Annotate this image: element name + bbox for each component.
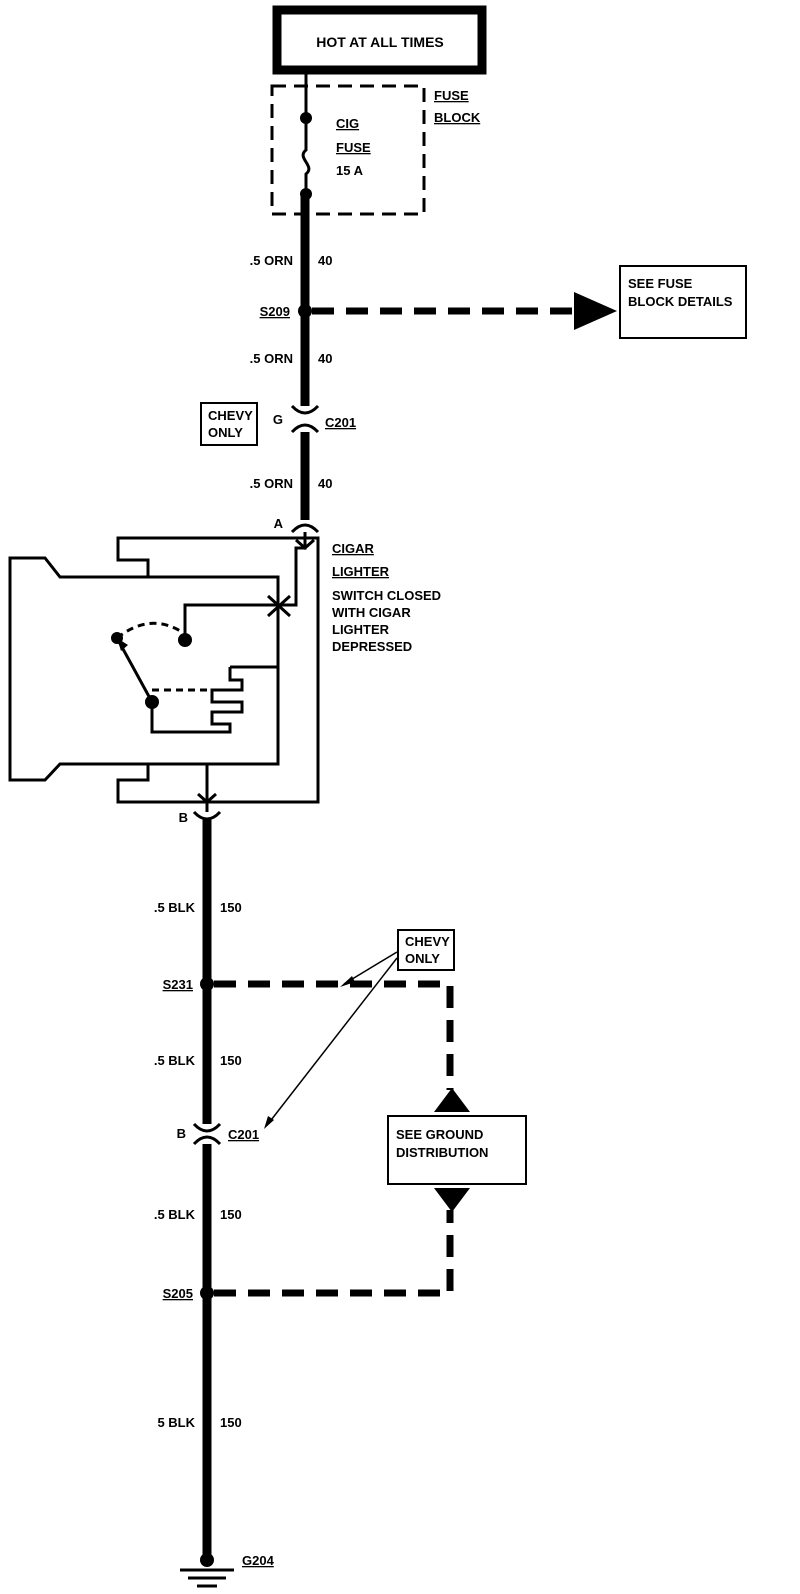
- c201-bottom-pin: B: [177, 1126, 186, 1141]
- wire-top1-gauge: .5 ORN: [250, 253, 293, 268]
- wire-top3-gauge: .5 ORN: [250, 476, 293, 491]
- connector-lighter-a: A: [274, 516, 320, 534]
- fuse-block: FUSE BLOCK: [270, 84, 481, 216]
- fuse-label-1: CIG: [336, 116, 359, 131]
- wire-top1-circuit: 40: [318, 253, 332, 268]
- cigar-lighter: CIGAR LIGHTER SWITCH CLOSED WITH CIGAR L…: [8, 532, 441, 812]
- splice-s209: S209: [260, 292, 617, 330]
- wire-bot3-gauge: .5 BLK: [154, 1207, 196, 1222]
- chevy-only-bottom-line2: ONLY: [405, 951, 440, 966]
- fuse-label-2: FUSE: [336, 140, 371, 155]
- chevy-only-top-line1: CHEVY: [208, 408, 253, 423]
- wire-bot1-gauge: .5 BLK: [154, 900, 196, 915]
- wire-bot4-circuit: 150: [220, 1415, 242, 1430]
- ground-label: G204: [242, 1553, 275, 1568]
- arrow-up-icon: [434, 1088, 470, 1112]
- connector-lighter-b: B: [179, 810, 222, 825]
- wire-bot3-circuit: 150: [220, 1207, 242, 1222]
- cig-fuse: CIG FUSE 15 A: [300, 70, 371, 200]
- see-fuse-block-line2: BLOCK DETAILS: [628, 294, 733, 309]
- lighter-pin-a: A: [274, 516, 284, 531]
- power-source-label: HOT AT ALL TIMES: [316, 34, 444, 50]
- lighter-pin-b: B: [179, 810, 188, 825]
- lighter-desc-4: DEPRESSED: [332, 639, 412, 654]
- splice-s209-label: S209: [260, 304, 290, 319]
- wire-bot4-gauge: 5 BLK: [157, 1415, 195, 1430]
- splice-s231-label: S231: [163, 977, 193, 992]
- see-ground-line1: SEE GROUND: [396, 1127, 483, 1142]
- ground-dash-lower: [214, 1210, 454, 1297]
- lighter-name-2: LIGHTER: [332, 564, 390, 579]
- chevy-only-note-bottom: CHEVY ONLY: [264, 929, 455, 1129]
- wire-bot1-circuit: 150: [220, 900, 242, 915]
- lighter-name-1: CIGAR: [332, 541, 375, 556]
- fuse-block-label-2: BLOCK: [434, 110, 481, 125]
- ground-g204: G204: [180, 1553, 275, 1588]
- c201-top-pin: G: [273, 412, 283, 427]
- see-fuse-block-line1: SEE FUSE: [628, 276, 693, 291]
- c201-bottom-label: C201: [228, 1127, 259, 1142]
- splice-s231: S231: [163, 977, 214, 992]
- chevy-only-top-line2: ONLY: [208, 425, 243, 440]
- c201-top-label: C201: [325, 415, 356, 430]
- fuse-block-label-1: FUSE: [434, 88, 469, 103]
- see-ground-line2: DISTRIBUTION: [396, 1145, 488, 1160]
- lighter-desc-2: WITH CIGAR: [332, 605, 411, 620]
- chevy-only-bottom-line1: CHEVY: [405, 934, 450, 949]
- ground-dash-upper: [214, 980, 454, 1090]
- wire-bot2-circuit: 150: [220, 1053, 242, 1068]
- wire-top2-circuit: 40: [318, 351, 332, 366]
- chevy-only-note-top: CHEVY ONLY: [200, 402, 258, 446]
- switch-arrow-icon: [117, 638, 128, 651]
- arrow-right-icon: [574, 292, 617, 330]
- wire-top3-circuit: 40: [318, 476, 332, 491]
- power-source-box: HOT AT ALL TIMES: [272, 5, 487, 75]
- splice-s205-label: S205: [163, 1286, 193, 1301]
- wire-top2-gauge: .5 ORN: [250, 351, 293, 366]
- lighter-desc-1: SWITCH CLOSED: [332, 588, 441, 603]
- wire-bot2-gauge: .5 BLK: [154, 1053, 196, 1068]
- see-fuse-block-note: SEE FUSE BLOCK DETAILS: [619, 265, 747, 339]
- connector-c201-top: G C201: [273, 404, 356, 434]
- fuse-rating: 15 A: [336, 163, 364, 178]
- see-ground-note: SEE GROUND DISTRIBUTION: [387, 1115, 527, 1185]
- splice-s205: S205: [163, 1286, 214, 1301]
- connector-c201-bottom: B C201: [177, 1122, 259, 1146]
- arrow-down-icon: [434, 1188, 470, 1212]
- lighter-desc-3: LIGHTER: [332, 622, 390, 637]
